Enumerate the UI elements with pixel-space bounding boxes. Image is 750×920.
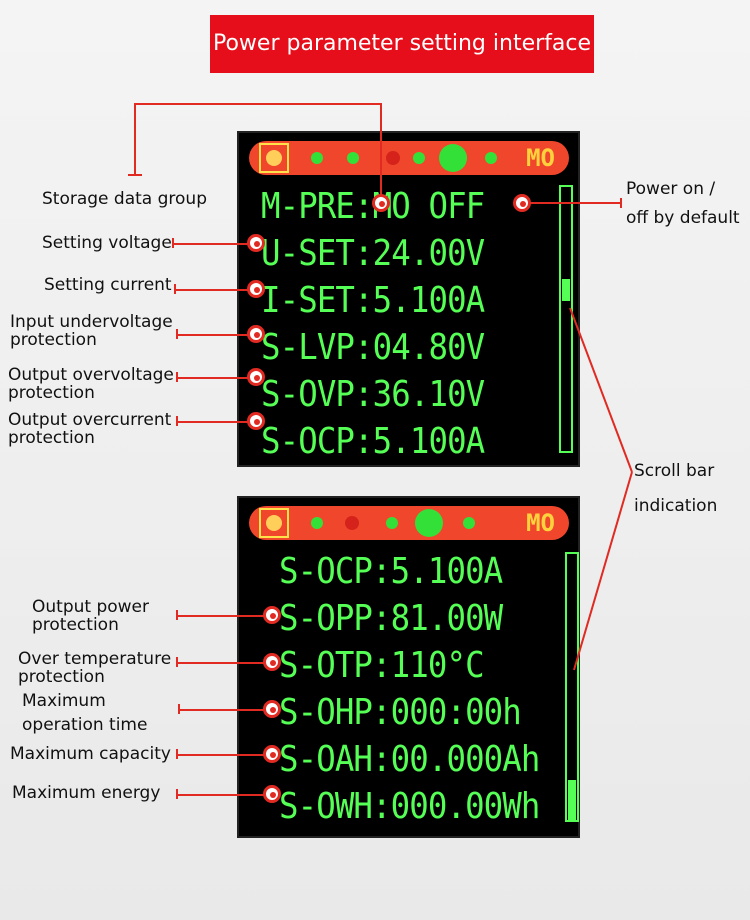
param-line: M-PRE:MO OFF bbox=[261, 186, 485, 227]
status-big-dot-icon bbox=[439, 144, 467, 172]
annotation-label: protection bbox=[8, 383, 95, 403]
annotation-line bbox=[128, 174, 142, 176]
scroll-thumb[interactable] bbox=[568, 780, 576, 820]
indicator-dot-icon bbox=[311, 152, 323, 164]
annotation-line bbox=[172, 238, 174, 248]
indicator-dot-icon bbox=[345, 516, 359, 530]
annotation-marker bbox=[263, 700, 281, 718]
annotation-line bbox=[134, 103, 136, 175]
annotation-line bbox=[176, 794, 268, 796]
page-title-banner: Power parameter setting interface bbox=[210, 15, 594, 73]
annotation-line bbox=[176, 329, 178, 339]
mode-label: MO bbox=[526, 144, 555, 172]
annotation-marker bbox=[263, 606, 281, 624]
annotation-line bbox=[176, 754, 268, 756]
status-big-dot-icon bbox=[415, 509, 443, 537]
annotation-line bbox=[176, 421, 252, 423]
indicator-dot-icon bbox=[413, 152, 425, 164]
annotation-marker bbox=[247, 280, 265, 298]
indicator-dot-icon bbox=[463, 517, 475, 529]
annotation-line bbox=[176, 789, 178, 799]
annotation-label: protection bbox=[32, 615, 119, 635]
annotation-marker bbox=[372, 194, 390, 212]
param-line: S-OCP:5.100A bbox=[279, 551, 503, 592]
mode-label: MO bbox=[526, 509, 555, 537]
sun-icon bbox=[259, 508, 289, 538]
annotation-label: Maximum capacity bbox=[10, 744, 171, 764]
param-line: S-OPP:81.00W bbox=[279, 598, 503, 639]
status-bar-2: MO bbox=[249, 506, 569, 540]
annotation-line bbox=[176, 657, 178, 667]
annotation-label: Power on / bbox=[626, 179, 716, 199]
annotation-marker bbox=[247, 234, 265, 252]
annotation-label: Over temperature bbox=[18, 649, 172, 669]
indicator-dot-icon bbox=[386, 517, 398, 529]
param-line: S-LVP:04.80V bbox=[261, 327, 485, 368]
annotation-line bbox=[134, 103, 381, 105]
annotation-label: Storage data group bbox=[42, 189, 207, 209]
annotation-label: Scroll bar bbox=[634, 461, 715, 481]
annotation-marker bbox=[247, 368, 265, 386]
scroll-bar-1[interactable] bbox=[559, 185, 573, 453]
annotation-marker bbox=[247, 325, 265, 343]
annotation-marker bbox=[247, 412, 265, 430]
annotation-line bbox=[176, 610, 178, 620]
param-line: S-OWH:000.00Wh bbox=[279, 786, 540, 827]
param-line: S-OVP:36.10V bbox=[261, 374, 485, 415]
annotation-line bbox=[178, 704, 180, 714]
annotation-label: indication bbox=[634, 496, 718, 516]
param-line: S-OHP:000:00h bbox=[279, 692, 522, 733]
indicator-dot-icon bbox=[347, 152, 359, 164]
scroll-thumb[interactable] bbox=[562, 279, 570, 301]
annotation-line bbox=[176, 615, 268, 617]
annotation-label: Output power bbox=[32, 597, 149, 617]
param-line: S-OTP:110°C bbox=[279, 645, 485, 686]
parameter-list-2: S-OCP:5.100A S-OPP:81.00W S-OTP:110°C S-… bbox=[279, 548, 569, 830]
annotation-line bbox=[176, 416, 178, 426]
annotation-line bbox=[178, 709, 268, 711]
annotation-line bbox=[176, 662, 268, 664]
annotation-line bbox=[176, 749, 178, 759]
param-line: S-OAH:00.000Ah bbox=[279, 739, 540, 780]
annotation-label: Setting voltage bbox=[42, 233, 172, 253]
annotation-label: Maximum energy bbox=[12, 783, 161, 803]
indicator-dot-icon bbox=[311, 517, 323, 529]
param-line: U-SET:24.00V bbox=[261, 233, 485, 274]
lcd-screen-1: MO M-PRE:MO OFF U-SET:24.00V I-SET:5.100… bbox=[237, 131, 580, 467]
annotation-label: operation time bbox=[22, 715, 148, 735]
annotation-label: protection bbox=[18, 667, 105, 687]
annotation-label: Setting current bbox=[44, 275, 172, 295]
annotation-label: protection bbox=[10, 330, 97, 350]
annotation-line bbox=[528, 202, 620, 204]
parameter-list-1: M-PRE:MO OFF U-SET:24.00V I-SET:5.100A S… bbox=[261, 183, 551, 465]
indicator-dot-icon bbox=[485, 152, 497, 164]
annotation-marker bbox=[263, 745, 281, 763]
annotation-line bbox=[620, 198, 622, 208]
annotation-line bbox=[380, 103, 382, 200]
annotation-line bbox=[176, 334, 252, 336]
annotation-label: Output overvoltage bbox=[8, 365, 174, 385]
scroll-annotation-lines bbox=[569, 307, 633, 671]
annotation-line bbox=[174, 289, 252, 291]
annotation-label: off by default bbox=[626, 208, 740, 228]
annotation-line bbox=[174, 284, 176, 294]
status-bar-1: MO bbox=[249, 141, 569, 175]
annotation-label: protection bbox=[8, 428, 95, 448]
annotation-marker bbox=[263, 653, 281, 671]
annotation-line bbox=[172, 243, 252, 245]
annotation-label: Maximum bbox=[22, 691, 106, 711]
indicator-dot-icon bbox=[386, 151, 400, 165]
param-line: S-OCP:5.100A bbox=[261, 421, 485, 462]
annotation-line bbox=[176, 372, 178, 382]
lcd-screen-2: MO S-OCP:5.100A S-OPP:81.00W S-OTP:110°C… bbox=[237, 496, 580, 838]
annotation-label: Output overcurrent bbox=[8, 410, 172, 430]
annotation-marker bbox=[263, 785, 281, 803]
annotation-label: Input undervoltage bbox=[10, 312, 173, 332]
scroll-bar-2[interactable] bbox=[565, 552, 579, 822]
annotation-line bbox=[176, 377, 252, 379]
param-line: I-SET:5.100A bbox=[261, 280, 485, 321]
sun-icon bbox=[259, 143, 289, 173]
